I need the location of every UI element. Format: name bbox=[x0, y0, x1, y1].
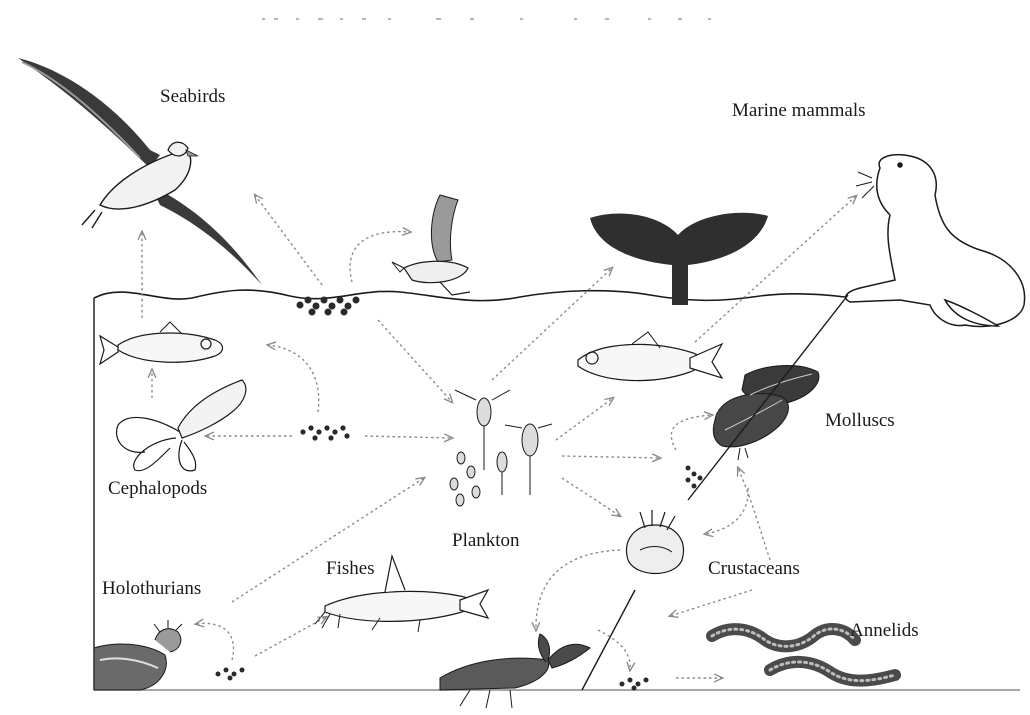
arrow-particles-to-sea-cucumber bbox=[196, 623, 234, 660]
arrow-surface-to-plankton bbox=[378, 320, 452, 402]
sea-lion-icon bbox=[846, 155, 1025, 327]
arrow-surface-to-gull bbox=[350, 232, 410, 282]
arrow-crustaceans-to-molluscs bbox=[738, 468, 770, 560]
gull-icon bbox=[392, 195, 470, 295]
label-annelids: Annelids bbox=[850, 620, 919, 642]
fish-icon-upper-left bbox=[100, 322, 223, 364]
copepod-icon bbox=[450, 390, 552, 506]
arrow-barnacle-to-crayfish bbox=[536, 550, 620, 630]
arrow-particles-to-molluscs bbox=[671, 415, 712, 450]
label-crustaceans: Crustaceans bbox=[708, 558, 800, 580]
label-marine-mammals: Marine mammals bbox=[732, 100, 866, 122]
arrow-plankton-to-fish bbox=[556, 398, 613, 440]
label-seabirds: Seabirds bbox=[160, 86, 225, 108]
arrow-crustaceans-to-crayfish bbox=[670, 590, 752, 616]
mussel-icon bbox=[713, 366, 819, 460]
label-molluscs: Molluscs bbox=[825, 410, 895, 432]
label-cephalopods: Cephalopods bbox=[108, 478, 207, 500]
label-plankton: Plankton bbox=[452, 530, 520, 552]
arrow-plankton-to-molluscs bbox=[562, 456, 660, 458]
barnacle-icon bbox=[627, 510, 684, 574]
label-fishes: Fishes bbox=[326, 558, 375, 580]
crayfish-icon bbox=[440, 634, 590, 708]
arrow-surface-to-seabird bbox=[255, 195, 322, 285]
squid-icon bbox=[117, 380, 246, 471]
header-remnant bbox=[262, 18, 711, 20]
arrow-plankton-to-crustaceans bbox=[562, 478, 620, 516]
fish-icon-upper-right bbox=[578, 332, 722, 381]
label-holothurians: Holothurians bbox=[102, 578, 201, 600]
sea-cucumber-icon bbox=[94, 620, 182, 690]
arrow-mollusc-to-barnacle bbox=[705, 488, 748, 534]
arrow-particles-to-plankton bbox=[365, 436, 452, 438]
arrow-particles-to-fish bbox=[268, 345, 319, 412]
